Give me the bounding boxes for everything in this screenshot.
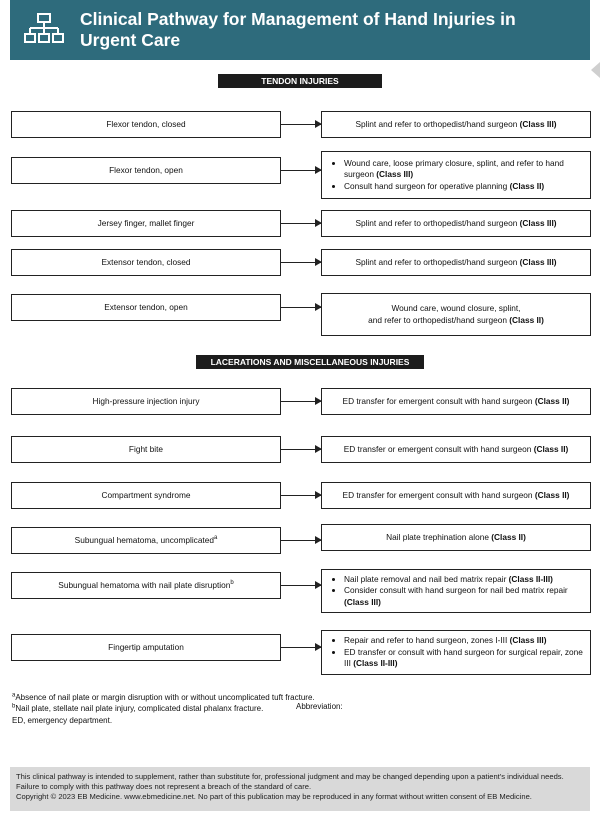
page-title: Clinical Pathway for Management of Hand … <box>80 9 516 50</box>
arrow-connector <box>281 120 322 128</box>
action-bullet: Nail plate removal and nail bed matrix r… <box>344 574 584 586</box>
condition-text: Extensor tendon, closed <box>101 256 191 267</box>
action-box: Nail plate trephination alone (Class II) <box>321 524 591 551</box>
action-bullet: Repair and refer to hand surgeon, zones … <box>344 635 584 647</box>
footnote-a: aAbsence of nail plate or margin disrupt… <box>12 692 315 702</box>
condition-text: Jersey finger, mallet finger <box>97 217 195 228</box>
arrow-connector <box>281 536 322 544</box>
scroll-indicator <box>591 62 600 78</box>
condition-box: Compartment syndrome <box>11 482 281 509</box>
condition-box: Extensor tendon, open <box>11 294 281 321</box>
disclaimer-text: This clinical pathway is intended to sup… <box>16 772 564 791</box>
action-box: Splint and refer to orthopedist/hand sur… <box>321 210 591 237</box>
action-text: Splint and refer to orthopedist/hand sur… <box>355 256 557 267</box>
condition-box: Fight bite <box>11 436 281 463</box>
condition-text: Compartment syndrome <box>101 489 191 500</box>
condition-box: High-pressure injection injury <box>11 388 281 415</box>
condition-text: Subungual hematoma, uncomplicateda <box>74 534 218 545</box>
action-box: Wound care, wound closure, splint,and re… <box>321 293 591 336</box>
condition-box: Flexor tendon, closed <box>11 111 281 138</box>
condition-text: Extensor tendon, open <box>104 301 188 312</box>
action-bullet: Consider consult with hand surgeon for n… <box>344 585 584 608</box>
arrow-connector <box>281 397 322 405</box>
action-box: Nail plate removal and nail bed matrix r… <box>321 569 591 613</box>
action-text: Nail plate trephination alone (Class II) <box>386 531 526 542</box>
copyright-text: Copyright © 2023 EB Medicine. www.ebmedi… <box>16 792 532 801</box>
condition-box: Extensor tendon, closed <box>11 249 281 276</box>
action-text: Splint and refer to orthopedist/hand sur… <box>355 118 557 129</box>
footnote-b: bNail plate, stellate nail plate injury,… <box>12 703 264 713</box>
condition-text: Subungual hematoma with nail plate disru… <box>58 579 234 590</box>
arrow-connector <box>281 491 322 499</box>
abbreviation-text: ED, emergency department. <box>12 716 113 725</box>
action-box: ED transfer or emergent consult with han… <box>321 436 591 463</box>
action-text: Splint and refer to orthopedist/hand sur… <box>355 217 557 228</box>
arrow-connector <box>281 258 322 266</box>
header-banner: Clinical Pathway for Management of Hand … <box>10 0 590 60</box>
condition-text: Flexor tendon, closed <box>106 118 186 129</box>
condition-text: High-pressure injection injury <box>92 395 200 406</box>
condition-text: Fingertip amputation <box>108 641 184 652</box>
action-box: Splint and refer to orthopedist/hand sur… <box>321 249 591 276</box>
action-box: Wound care, loose primary closure, splin… <box>321 151 591 199</box>
arrow-connector <box>281 581 322 589</box>
condition-box: Flexor tendon, open <box>11 157 281 184</box>
condition-text: Flexor tendon, open <box>109 164 183 175</box>
condition-box: Jersey finger, mallet finger <box>11 210 281 237</box>
action-list: Nail plate removal and nail bed matrix r… <box>328 574 584 609</box>
action-bullet: Wound care, loose primary closure, splin… <box>344 158 584 181</box>
flowchart-icon <box>24 13 64 43</box>
action-bullet: ED transfer or consult with hand surgeon… <box>344 647 584 670</box>
action-text: ED transfer for emergent consult with ha… <box>342 489 570 500</box>
action-box: ED transfer for emergent consult with ha… <box>321 388 591 415</box>
arrow-connector <box>281 166 322 174</box>
condition-box: Fingertip amputation <box>11 634 281 661</box>
action-text: ED transfer for emergent consult with ha… <box>342 395 570 406</box>
arrow-connector <box>281 219 322 227</box>
condition-box: Subungual hematoma with nail plate disru… <box>11 572 281 599</box>
condition-box: Subungual hematoma, uncomplicateda <box>11 527 281 554</box>
abbreviation-label: Abbreviation: <box>296 702 343 711</box>
arrow-connector <box>281 303 322 311</box>
section-lacerations: LACERATIONS AND MISCELLANEOUS INJURIES <box>196 355 424 369</box>
action-box: Repair and refer to hand surgeon, zones … <box>321 630 591 675</box>
action-bullet: Consult hand surgeon for operative plann… <box>344 181 584 193</box>
action-list: Repair and refer to hand surgeon, zones … <box>328 635 584 670</box>
action-box: ED transfer for emergent consult with ha… <box>321 482 591 509</box>
disclaimer-box: This clinical pathway is intended to sup… <box>10 767 590 811</box>
condition-text: Fight bite <box>128 443 164 454</box>
action-text: Wound care, wound closure, splint,and re… <box>368 303 544 325</box>
action-box: Splint and refer to orthopedist/hand sur… <box>321 111 591 138</box>
action-list: Wound care, loose primary closure, splin… <box>328 158 584 193</box>
arrow-connector <box>281 643 322 651</box>
section-tendon-injuries: TENDON INJURIES <box>218 74 382 88</box>
arrow-connector <box>281 445 322 453</box>
action-text: ED transfer or emergent consult with han… <box>343 443 569 454</box>
